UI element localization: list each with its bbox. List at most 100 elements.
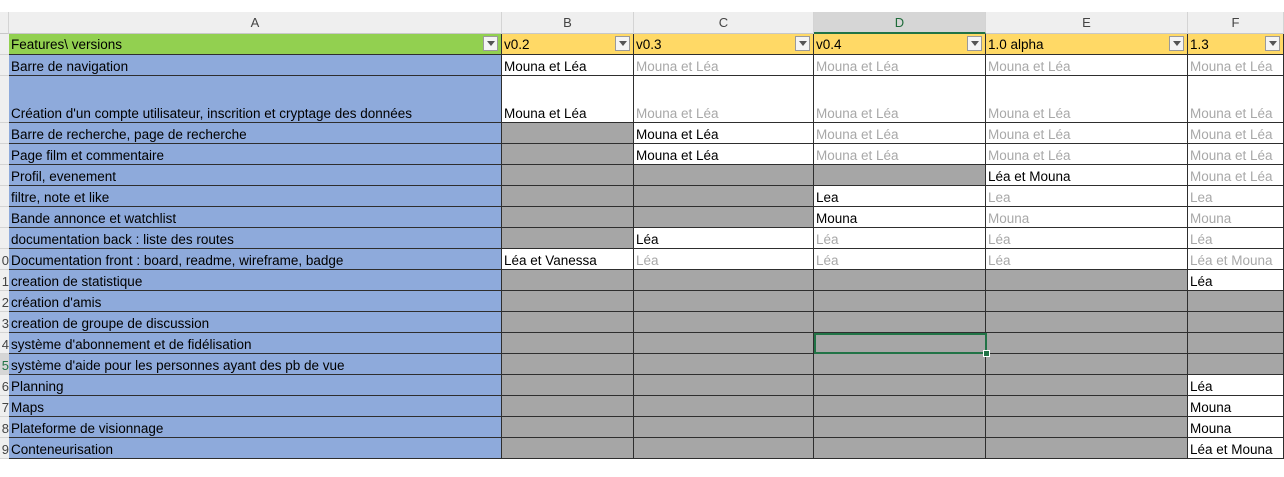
assignee-cell[interactable]: Léa et Mouna <box>1188 438 1284 459</box>
column-header-b[interactable]: B <box>502 12 634 34</box>
assignee-cell[interactable]: Mouna et Léa <box>634 76 814 123</box>
assignee-cell[interactable]: Mouna <box>986 207 1188 228</box>
row-number[interactable]: 2 <box>0 291 9 312</box>
row-number[interactable]: 5 <box>0 354 9 375</box>
row-number[interactable] <box>0 228 9 249</box>
empty-cell[interactable] <box>502 165 634 186</box>
empty-cell[interactable] <box>1188 291 1284 312</box>
version-header-cell[interactable]: v0.3 <box>634 34 814 55</box>
assignee-cell[interactable]: Mouna et Léa <box>814 76 986 123</box>
empty-cell[interactable] <box>986 333 1188 354</box>
empty-cell[interactable] <box>986 417 1188 438</box>
assignee-cell[interactable]: Mouna <box>1188 417 1284 438</box>
empty-cell[interactable] <box>502 291 634 312</box>
empty-cell[interactable] <box>814 396 986 417</box>
assignee-cell[interactable]: Mouna et Léa <box>1188 76 1284 123</box>
empty-cell[interactable] <box>502 396 634 417</box>
empty-cell[interactable] <box>814 165 986 186</box>
empty-cell[interactable] <box>986 312 1188 333</box>
empty-cell[interactable] <box>634 375 814 396</box>
column-header-e[interactable]: E <box>986 12 1188 34</box>
empty-cell[interactable] <box>986 396 1188 417</box>
feature-cell[interactable]: système d'abonnement et de fidélisation <box>9 333 502 354</box>
row-number[interactable] <box>0 165 9 186</box>
assignee-cell[interactable]: Léa <box>814 249 986 270</box>
empty-cell[interactable] <box>502 312 634 333</box>
empty-cell[interactable] <box>814 270 986 291</box>
row-number[interactable] <box>0 144 9 165</box>
row-number[interactable]: 9 <box>0 438 9 459</box>
empty-cell[interactable] <box>986 270 1188 291</box>
feature-cell[interactable]: Conteneurisation <box>9 438 502 459</box>
row-number[interactable]: 4 <box>0 333 9 354</box>
empty-cell[interactable] <box>502 186 634 207</box>
empty-cell[interactable] <box>634 438 814 459</box>
empty-cell[interactable] <box>634 291 814 312</box>
version-header-cell[interactable]: 1.3 <box>1188 34 1284 55</box>
empty-cell[interactable] <box>502 228 634 249</box>
empty-cell[interactable] <box>986 375 1188 396</box>
empty-cell[interactable] <box>502 123 634 144</box>
empty-cell[interactable] <box>814 438 986 459</box>
feature-cell[interactable]: Plateforme de visionnage <box>9 417 502 438</box>
assignee-cell[interactable]: Lea <box>1188 186 1284 207</box>
assignee-cell[interactable]: Mouna <box>1188 396 1284 417</box>
version-header-cell[interactable]: v0.2 <box>502 34 634 55</box>
row-number[interactable] <box>0 76 9 123</box>
assignee-cell[interactable]: Mouna et Léa <box>1188 144 1284 165</box>
empty-cell[interactable] <box>634 165 814 186</box>
column-header-a[interactable]: A <box>9 12 502 34</box>
row-number[interactable] <box>0 123 9 144</box>
assignee-cell[interactable]: Léa <box>1188 270 1284 291</box>
features-header-cell[interactable]: Features\ versions <box>9 34 502 55</box>
assignee-cell[interactable]: Léa et Mouna <box>1188 249 1284 270</box>
assignee-cell[interactable]: Léa <box>986 228 1188 249</box>
empty-cell[interactable] <box>1188 312 1284 333</box>
row-number[interactable] <box>0 207 9 228</box>
row-number[interactable]: 7 <box>0 396 9 417</box>
empty-cell[interactable] <box>814 417 986 438</box>
empty-cell[interactable] <box>502 438 634 459</box>
assignee-cell[interactable]: Mouna et Léa <box>1188 165 1284 186</box>
empty-cell[interactable] <box>986 291 1188 312</box>
feature-cell[interactable]: création d'amis <box>9 291 502 312</box>
column-header-f[interactable]: F <box>1188 12 1284 34</box>
empty-cell[interactable] <box>502 375 634 396</box>
select-all-corner[interactable] <box>0 12 9 34</box>
feature-cell[interactable]: Création d'un compte utilisateur, inscri… <box>9 76 502 123</box>
assignee-cell[interactable]: Mouna et Léa <box>814 123 986 144</box>
version-header-cell[interactable]: v0.4 <box>814 34 986 55</box>
assignee-cell[interactable]: Mouna et Léa <box>986 55 1188 76</box>
feature-cell[interactable]: système d'aide pour les personnes ayant … <box>9 354 502 375</box>
feature-cell[interactable]: documentation back : liste des routes <box>9 228 502 249</box>
assignee-cell[interactable]: Mouna et Léa <box>1188 55 1284 76</box>
version-header-cell[interactable]: 1.0 alpha <box>986 34 1188 55</box>
assignee-cell[interactable]: Mouna et Léa <box>1188 123 1284 144</box>
empty-cell[interactable] <box>814 291 986 312</box>
assignee-cell[interactable]: Mouna et Léa <box>502 55 634 76</box>
assignee-cell[interactable]: Léa et Vanessa <box>502 249 634 270</box>
empty-cell[interactable] <box>634 417 814 438</box>
empty-cell[interactable] <box>634 207 814 228</box>
assignee-cell[interactable]: Mouna et Léa <box>814 144 986 165</box>
empty-cell[interactable] <box>502 354 634 375</box>
row-number[interactable]: 8 <box>0 417 9 438</box>
empty-cell[interactable] <box>1188 333 1284 354</box>
column-header-d[interactable]: D <box>814 12 986 34</box>
assignee-cell[interactable]: Lea <box>986 186 1188 207</box>
assignee-cell[interactable]: Léa <box>814 228 986 249</box>
assignee-cell[interactable]: Léa <box>634 249 814 270</box>
feature-cell[interactable]: Bande annonce et watchlist <box>9 207 502 228</box>
empty-cell[interactable] <box>986 354 1188 375</box>
assignee-cell[interactable]: Léa <box>986 249 1188 270</box>
empty-cell[interactable] <box>502 144 634 165</box>
empty-cell[interactable] <box>1188 354 1284 375</box>
assignee-cell[interactable]: Mouna et Léa <box>634 55 814 76</box>
feature-cell[interactable]: Documentation front : board, readme, wir… <box>9 249 502 270</box>
empty-cell[interactable] <box>986 438 1188 459</box>
empty-cell[interactable] <box>502 270 634 291</box>
assignee-cell[interactable]: Lea <box>814 186 986 207</box>
empty-cell[interactable] <box>502 333 634 354</box>
assignee-cell[interactable]: Léa <box>634 228 814 249</box>
assignee-cell[interactable]: Mouna et Léa <box>502 76 634 123</box>
